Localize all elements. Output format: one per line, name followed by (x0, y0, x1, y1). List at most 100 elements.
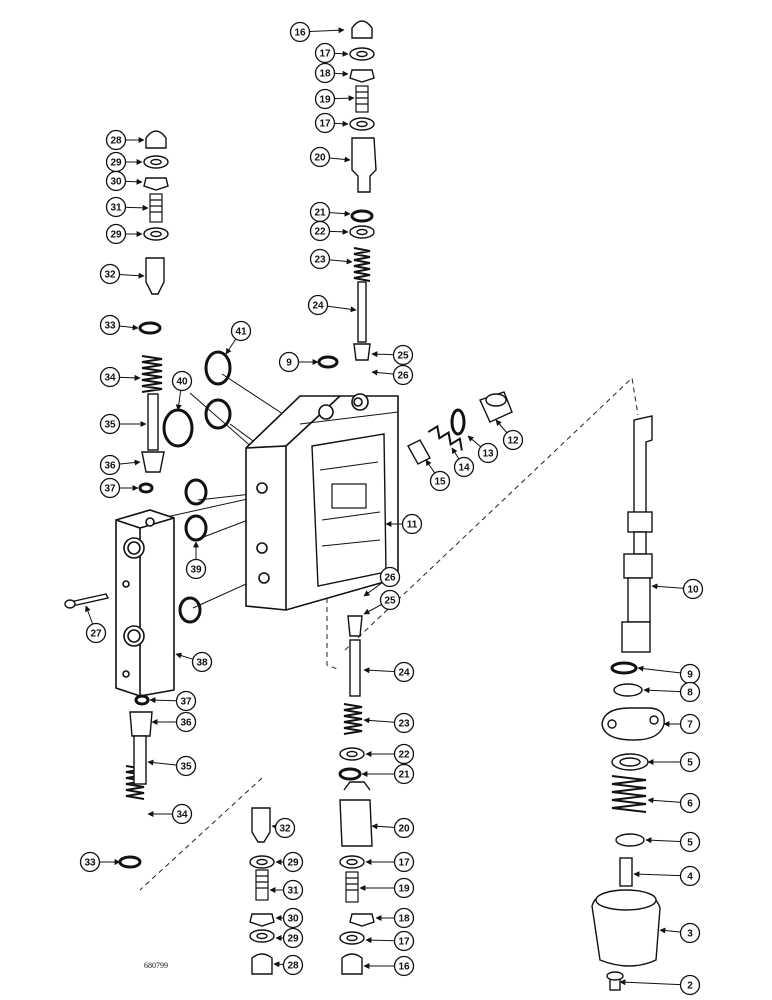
callout-number: 41 (235, 327, 247, 338)
callout-c12: 12 (495, 419, 524, 451)
callout-leader (363, 582, 383, 597)
callout-bubble (393, 763, 415, 785)
callout-bubble (314, 42, 336, 64)
callout-c39: 39 (185, 541, 207, 580)
callout-bubble (679, 922, 701, 944)
callout-number: 25 (384, 596, 396, 607)
callout-leader (619, 979, 681, 986)
callout-bubble (679, 831, 701, 853)
callout-number: 17 (319, 119, 331, 130)
callout-c22b: 22 (365, 743, 415, 765)
callout-bubble (99, 314, 121, 336)
callout-c32a: 32 (99, 263, 145, 285)
callout-number: 37 (180, 697, 192, 708)
callout-c29a: 29 (105, 151, 143, 173)
callout-number: 13 (482, 449, 494, 460)
callout-leader (334, 50, 349, 57)
callout-number: 26 (384, 573, 396, 584)
callout-c17d: 17 (365, 930, 415, 952)
callout-bubble (679, 751, 701, 773)
callout-c34b: 34 (147, 803, 193, 825)
callout-c36b: 36 (151, 711, 197, 733)
callout-leader (334, 70, 349, 77)
callout-bubble (99, 263, 121, 285)
callout-bubble (393, 930, 415, 952)
callout-bubble (309, 146, 331, 168)
callout-number: 38 (196, 658, 208, 669)
callout-leader (467, 435, 481, 447)
callout-number: 9 (286, 358, 292, 369)
callout-bubble (99, 366, 121, 388)
callout-bubble (314, 62, 336, 84)
callout-bubble (314, 112, 336, 134)
callout-number: 36 (180, 718, 192, 729)
callout-c41: 41 (225, 320, 252, 355)
callout-leader (334, 95, 355, 102)
callout-bubble (175, 690, 197, 712)
callout-number: 25 (397, 351, 409, 362)
callout-leader (334, 120, 349, 127)
callout-number: 15 (434, 477, 446, 488)
callout-c36a: 36 (99, 454, 141, 476)
callout-c26a: 26 (371, 364, 414, 386)
callout-leader (633, 871, 681, 878)
callout-bubble (314, 88, 336, 110)
callout-number: 29 (110, 230, 122, 241)
callout-number: 18 (398, 914, 410, 925)
callout-c31b: 31 (269, 879, 304, 901)
callout-c33a: 33 (99, 314, 139, 336)
callout-number: 11 (407, 520, 418, 531)
callout-number: 19 (398, 884, 410, 895)
callout-c3: 3 (659, 922, 701, 944)
callout-number: 14 (458, 463, 470, 474)
callout-bubble (679, 713, 701, 735)
callout-leader (363, 604, 382, 615)
callout-number: 33 (84, 858, 96, 869)
callout-number: 30 (287, 914, 299, 925)
callout-bubble (185, 558, 207, 580)
callout-bubble (393, 851, 415, 873)
callout-c35b: 35 (147, 755, 197, 777)
callout-number: 9 (687, 670, 693, 681)
callout-bubble (393, 661, 415, 683)
callout-bubble (401, 513, 423, 535)
callout-bubble (171, 370, 193, 392)
callout-number: 30 (110, 177, 122, 188)
callout-c9b: 9 (637, 663, 701, 685)
end-block (115, 509, 175, 697)
callout-c13: 13 (467, 435, 499, 464)
callout-c37a: 37 (99, 477, 139, 499)
callout-c30b: 30 (275, 907, 304, 929)
callout-number: 21 (398, 770, 410, 781)
callout-number: 32 (104, 270, 116, 281)
callout-bubble (171, 803, 193, 825)
callout-bubble (393, 955, 415, 977)
callout-number: 35 (104, 420, 116, 431)
callout-number: 24 (398, 668, 410, 679)
callout-leader (329, 156, 351, 163)
callout-c25b: 25 (363, 589, 401, 615)
callout-c9a: 9 (278, 351, 319, 373)
callout-bubble (175, 755, 197, 777)
callout-bubble (278, 351, 300, 373)
callout-c22a: 22 (309, 220, 349, 242)
callout-leader (175, 652, 193, 660)
poppet-stems (129, 281, 371, 785)
callout-number: 10 (687, 585, 699, 596)
callout-bubble (393, 907, 415, 929)
callout-bubble (393, 712, 415, 734)
callout-leader (495, 419, 507, 433)
callout-c33b: 33 (79, 851, 121, 873)
callout-number: 34 (176, 810, 188, 821)
valve-spool (621, 415, 653, 653)
callout-c2: 2 (619, 974, 701, 996)
callout-bubble (679, 865, 701, 887)
callout-bubble (85, 622, 107, 644)
acorn-caps (145, 20, 373, 975)
callout-number: 33 (104, 321, 116, 332)
callout-bubble (282, 907, 304, 929)
callout-leader (645, 837, 681, 844)
callout-bubble (477, 442, 499, 464)
callout-leader (637, 665, 681, 674)
callout-number: 22 (314, 227, 326, 238)
